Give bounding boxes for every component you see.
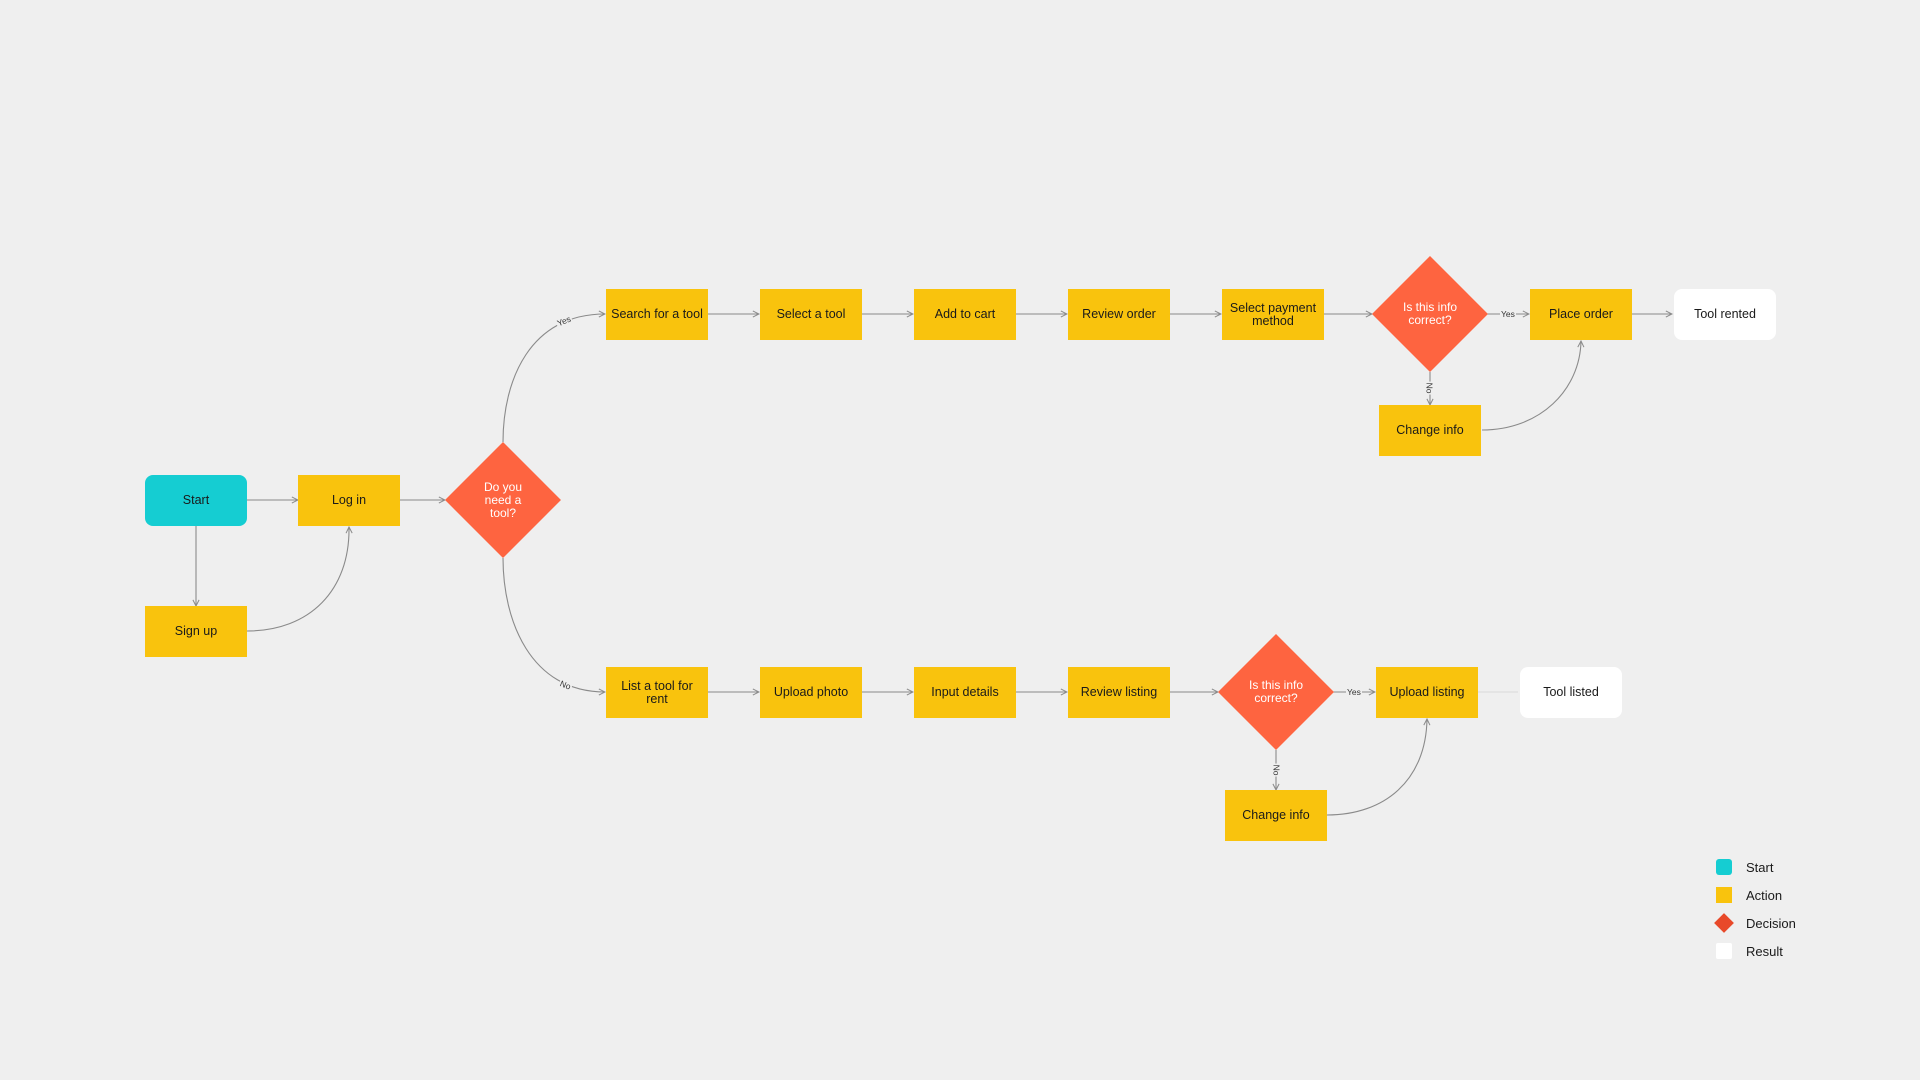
sign-up-node[interactable]: Sign up <box>145 606 247 657</box>
change-info-top-node[interactable]: Change info <box>1379 405 1481 456</box>
select-tool-node[interactable]: Select a tool <box>760 289 862 340</box>
select-payment-node[interactable]: Select payment method <box>1222 289 1324 340</box>
legend-label: Start <box>1746 859 1774 875</box>
action-swatch <box>1716 887 1732 903</box>
legend-label: Decision <box>1746 915 1796 931</box>
edge-signup-login <box>246 527 349 632</box>
list-tool-node[interactable]: List a tool for rent <box>606 667 708 718</box>
info-correct-bottom-decision[interactable]: Is this info correct? <box>1218 634 1334 750</box>
decision-label: Is this info correct? <box>1402 300 1458 327</box>
start-node[interactable]: Start <box>145 475 247 526</box>
result-swatch <box>1716 943 1732 959</box>
start-swatch <box>1716 859 1732 875</box>
edge-label-yes: Yes <box>1500 309 1516 319</box>
decision-label: Do you need a tool? <box>483 479 523 520</box>
add-to-cart-node[interactable]: Add to cart <box>914 289 1016 340</box>
decision-swatch <box>1714 913 1734 933</box>
search-tool-node[interactable]: Search for a tool <box>606 289 708 340</box>
upload-photo-node[interactable]: Upload photo <box>760 667 862 718</box>
legend: Start Action Decision Result <box>1714 858 1856 968</box>
upload-listing-node[interactable]: Upload listing <box>1376 667 1478 718</box>
legend-item-start: Start <box>1716 858 1773 876</box>
place-order-node[interactable]: Place order <box>1530 289 1632 340</box>
need-tool-decision[interactable]: Do you need a tool? <box>445 442 561 558</box>
log-in-node[interactable]: Log in <box>298 475 400 526</box>
info-correct-top-decision[interactable]: Is this info correct? <box>1372 256 1488 372</box>
edge-label-yes: Yes <box>1346 687 1362 697</box>
input-details-node[interactable]: Input details <box>914 667 1016 718</box>
edge-decision-list <box>502 557 605 692</box>
legend-item-action: Action <box>1716 886 1782 904</box>
edge-decision-search <box>502 314 605 443</box>
legend-item-result: Result <box>1716 942 1783 960</box>
review-listing-node[interactable]: Review listing <box>1068 667 1170 718</box>
tool-listed-node[interactable]: Tool listed <box>1520 667 1622 718</box>
legend-label: Action <box>1746 887 1783 903</box>
edge-label-no: No <box>1424 381 1435 395</box>
edge-label-no: No <box>1271 763 1282 777</box>
edge-change-place <box>1481 341 1581 431</box>
edge-change-upload <box>1326 719 1427 816</box>
legend-item-decision: Decision <box>1714 913 1796 933</box>
review-order-node[interactable]: Review order <box>1068 289 1170 340</box>
tool-rented-node[interactable]: Tool rented <box>1674 289 1776 340</box>
decision-label: Is this info correct? <box>1248 678 1304 705</box>
change-info-bottom-node[interactable]: Change info <box>1225 790 1327 841</box>
legend-label: Result <box>1746 943 1783 959</box>
